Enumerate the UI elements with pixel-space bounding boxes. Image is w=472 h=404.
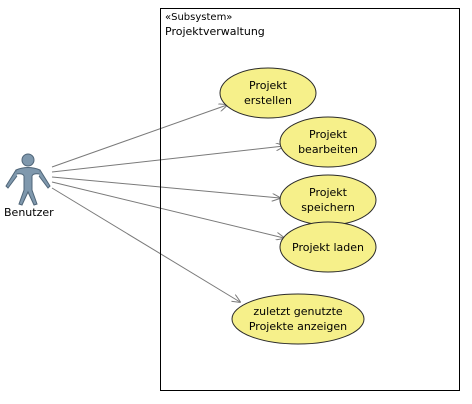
use-case-erstellen-ellipse[interactable] (219, 67, 317, 119)
use-case-bearbeiten-line2: bearbeiten (298, 143, 358, 156)
use-case-anzeigen-ellipse[interactable] (231, 293, 365, 345)
association-speichern[interactable] (51, 176, 280, 198)
use-case-speichern[interactable]: Projekt speichern (280, 175, 376, 225)
use-case-speichern-line2: speichern (301, 201, 355, 214)
use-case-anzeigen-line2: Projekte anzeigen (248, 320, 348, 333)
use-case-bearbeiten-line1: Projekt (309, 128, 347, 141)
use-case-erstellen-line1: Projekt (249, 79, 287, 92)
subsystem-stereotype: «Subsystem» (165, 12, 233, 23)
use-case-bearbeiten[interactable]: Projekt bearbeiten (280, 117, 376, 167)
use-case-erstellen-line2: erstellen (244, 94, 292, 107)
association-laden[interactable] (51, 181, 284, 238)
use-case-laden[interactable]: Projekt laden (280, 222, 376, 272)
association-bearbeiten[interactable] (51, 146, 284, 173)
actor-label: Benutzer (4, 206, 54, 219)
use-case-bearbeiten-ellipse[interactable] (279, 116, 377, 168)
use-case-anzeigen-line1: zuletzt genutzte (253, 305, 343, 318)
use-case-laden-line1: Projekt laden (292, 240, 364, 254)
association-erstellen[interactable] (51, 105, 227, 168)
use-case-erstellen[interactable]: Projekt erstellen (220, 68, 316, 118)
actor-figure-icon[interactable] (5, 153, 51, 206)
use-case-laden-ellipse[interactable] (279, 221, 377, 273)
association-anzeigen[interactable] (51, 187, 240, 302)
use-case-speichern-line1: Projekt (309, 186, 347, 199)
subsystem-boundary[interactable]: «Subsystem» Projektverwaltung (160, 8, 460, 391)
subsystem-title: Projektverwaltung (165, 25, 265, 38)
use-case-anzeigen[interactable]: zuletzt genutzte Projekte anzeigen (232, 294, 364, 344)
